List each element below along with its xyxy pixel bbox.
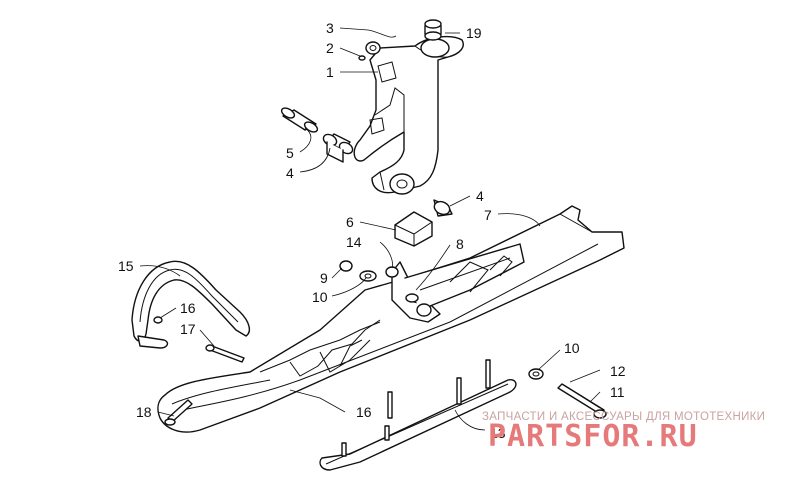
callout-12: 12 (610, 363, 626, 379)
locknut-14-part (385, 266, 399, 278)
callout-15: 15 (118, 258, 134, 274)
callout-18: 18 (136, 404, 152, 420)
callout-14: 14 (346, 234, 362, 250)
callout-10a: 10 (312, 289, 328, 305)
saddle-6-part (394, 211, 433, 247)
bolt-17-part (205, 344, 245, 363)
callout-4b: 4 (476, 188, 484, 204)
callout-labels: 19 3 2 1 5 4 4 7 6 14 8 15 9 10 16 17 10… (118, 20, 626, 441)
pin-5-part (280, 107, 319, 133)
ski-saddle-8-part (391, 243, 525, 323)
callout-10b: 10 (564, 340, 580, 356)
leader-lines (139, 27, 601, 431)
callout-6: 6 (346, 214, 354, 230)
washer-10b-part (528, 368, 544, 380)
callout-9: 9 (320, 270, 328, 286)
callout-7: 7 (484, 207, 492, 223)
ski-bracing-part (259, 319, 381, 377)
watermark-logo: PARTSFOR.RU (488, 419, 698, 454)
callout-5: 5 (286, 145, 294, 161)
bushing-4-right-part (433, 199, 453, 217)
bolt-19-part (424, 19, 442, 41)
spindle-part (353, 35, 464, 195)
callout-16b: 16 (356, 404, 372, 420)
callout-13: 13 (490, 425, 506, 441)
washer-10a-part (359, 270, 377, 282)
callout-17: 17 (180, 321, 196, 337)
watermark: ЗАПЧАСТИ И АКСЕССУАРЫ ДЛЯ МОТОТЕХНИКИ PA… (482, 411, 765, 454)
nut-3-part (365, 41, 381, 55)
bolt-18-part (164, 399, 193, 426)
washer-2-part (358, 55, 366, 61)
watermark-subtitle: ЗАПЧАСТИ И АКСЕССУАРЫ ДЛЯ МОТОТЕХНИКИ (482, 411, 765, 423)
callout-19: 19 (466, 25, 482, 41)
ski-loop-15-part (131, 260, 251, 349)
bolt-11-part (557, 383, 607, 419)
callout-2: 2 (326, 40, 334, 56)
callout-3: 3 (326, 20, 334, 36)
wear-bar-13-part (319, 359, 517, 471)
callout-11: 11 (610, 384, 625, 400)
nut-9-part (339, 260, 353, 272)
callout-8: 8 (456, 236, 464, 252)
bushing-4-left-part (322, 133, 354, 163)
callout-1: 1 (326, 64, 334, 80)
callout-4a: 4 (286, 165, 294, 181)
callout-16a: 16 (180, 300, 196, 316)
